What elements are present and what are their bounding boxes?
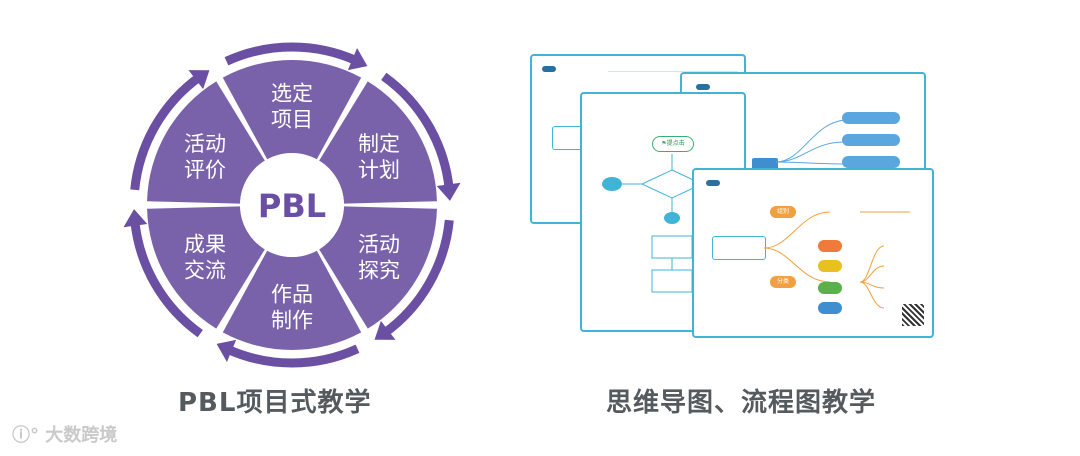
arrowhead-icon [123, 209, 148, 228]
watermark-logo-icon: ⓘ° [12, 425, 39, 446]
pbl-segment-label: 交流 [184, 258, 226, 282]
pbl-arrow-ring [224, 42, 360, 66]
mindmap-node: 组别 [770, 206, 796, 218]
mindmap-node [842, 156, 900, 168]
mindmap-node [818, 260, 842, 272]
cloud-logo-icon [696, 84, 710, 90]
pbl-center-circle [240, 153, 344, 257]
arrowhead-icon [436, 182, 461, 201]
pbl-segment-label: 活动 [184, 132, 226, 156]
pbl-segment [319, 206, 437, 329]
pbl-arrow-ring [381, 219, 454, 338]
mindmap-node [818, 302, 842, 314]
mindmap-node: 分类 [770, 276, 796, 288]
mindmap-root [752, 158, 778, 170]
pbl-segment-label: 成果 [184, 232, 226, 256]
arrowhead-icon [216, 339, 237, 363]
caption-pbl: PBL项目式教学 [178, 388, 372, 418]
flag-icon: ⚑ [661, 140, 667, 147]
arrowhead-icon [188, 70, 210, 90]
pbl-segment [319, 81, 437, 204]
watermark: ⓘ° 大数跨境 [12, 425, 118, 446]
pbl-segment-label: 作品 [271, 283, 313, 307]
arrowhead-icon [347, 47, 368, 71]
pbl-segment-label: 评价 [184, 158, 226, 182]
pbl-segment [222, 60, 362, 160]
pbl-segment-label: 活动 [358, 232, 400, 256]
pbl-segment [222, 250, 362, 350]
pbl-arrow-ring [130, 219, 203, 338]
flow-start-node: ⚑提点击 [652, 136, 694, 152]
pbl-segment-label: 制作 [271, 309, 313, 333]
pbl-segment-label: 制定 [358, 132, 400, 156]
cloud-logo-icon [706, 180, 720, 186]
mindmap-root [712, 236, 766, 260]
pbl-center-label: PBL [258, 187, 326, 225]
worksheet-stack: ⚑提点击 组别 分类 [530, 54, 950, 354]
pbl-arrow-ring [224, 344, 360, 368]
pbl-arrow-ring [381, 72, 454, 191]
mindmap-node [818, 282, 842, 294]
arrowhead-icon [374, 320, 396, 340]
cloud-logo-icon [542, 66, 556, 72]
caption-mindmap: 思维导图、流程图教学 [606, 388, 877, 418]
mindmap-node [818, 240, 842, 252]
pbl-segment-label: 探究 [358, 258, 400, 282]
pbl-segment [147, 206, 265, 329]
worksheet-mindmap: 组别 分类 [692, 168, 934, 338]
pbl-arrow-ring [130, 72, 203, 191]
mindmap-node [842, 134, 900, 146]
qr-code-icon [902, 304, 924, 326]
pbl-segment-label: 选定 [271, 82, 313, 106]
mindmap-node [842, 112, 900, 124]
pbl-segment-label: 项目 [271, 108, 313, 132]
pbl-segment [147, 81, 265, 204]
pbl-segment-label: 计划 [358, 158, 400, 182]
